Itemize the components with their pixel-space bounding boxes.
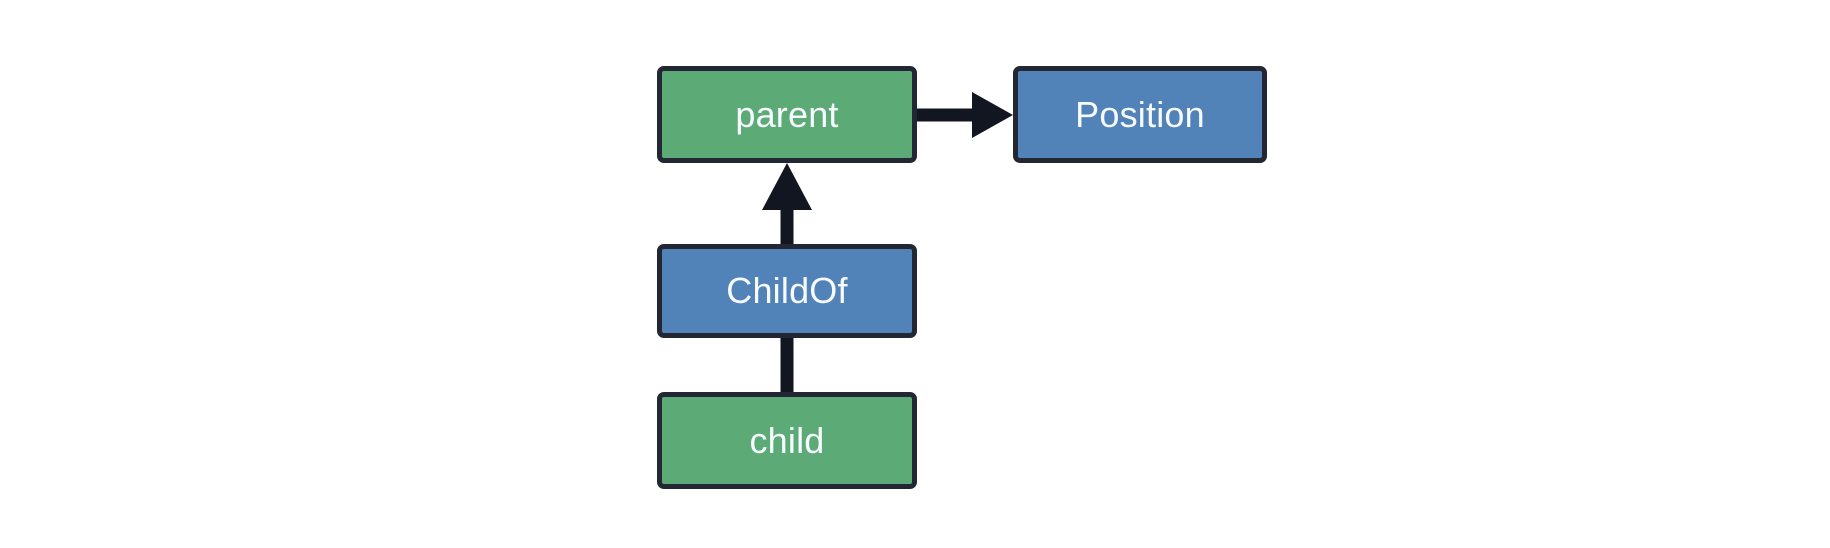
edge-childof-to-parent-arrowhead xyxy=(762,163,812,210)
edge-parent-to-position-arrowhead xyxy=(972,92,1013,138)
node-position[interactable]: Position xyxy=(1013,66,1267,163)
node-child-label: child xyxy=(749,419,825,461)
edge-childof-to-parent xyxy=(762,163,812,244)
node-childof[interactable]: ChildOf xyxy=(657,244,917,338)
node-position-label: Position xyxy=(1075,93,1205,135)
edge-parent-to-position xyxy=(917,92,1013,138)
node-childof-label: ChildOf xyxy=(726,270,848,311)
node-parent-label: parent xyxy=(735,93,839,135)
node-child[interactable]: child xyxy=(657,392,917,489)
node-parent[interactable]: parent xyxy=(657,66,917,163)
